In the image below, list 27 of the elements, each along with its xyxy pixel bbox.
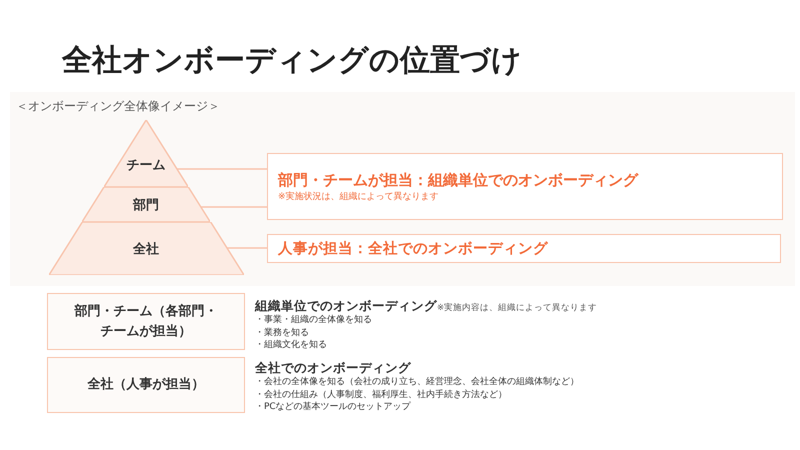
- connector-line: [200, 206, 267, 208]
- list-item: ・PCなどの基本ツールのセットアップ: [255, 401, 412, 414]
- tier-label: 全社: [133, 240, 159, 258]
- list-item: ・会社の仕組み（人事制度、福利厚生、社内手続き方法など）: [255, 388, 508, 401]
- category-label: 部門・チーム（各部門・チームが担当）: [73, 302, 218, 340]
- category-box: [47, 293, 245, 350]
- list-heading: 全社でのオンボーディング: [255, 359, 412, 376]
- title: 全社オンボーディングの位置づけ: [62, 42, 522, 80]
- list-item: ・会社の全体像を知る（会社の成り立ち、経営理念、会社全体の組織体制など）: [255, 376, 579, 388]
- connector-line: [176, 168, 267, 170]
- list-item: ・組織文化を知る: [255, 339, 328, 352]
- list-item: ・業務を知る: [255, 326, 310, 339]
- note: ※実施状況は、組織によって異なります: [278, 190, 439, 202]
- category-box: [47, 357, 245, 413]
- box-heading: 人事が担当：全社でのオンボーディング: [278, 240, 548, 258]
- category-label: 全社（人事が担当）: [88, 376, 204, 394]
- description-box: [267, 153, 783, 220]
- section-label: ＜オンボーディング全体像イメージ＞: [16, 98, 220, 115]
- description-box: [267, 234, 781, 263]
- pyramid-tier: [104, 120, 188, 187]
- list-item: ・事業・組織の全体像を知る: [255, 314, 373, 326]
- tier-label: 部門: [132, 196, 159, 214]
- note: ※実施内容は、組織によって異なります: [437, 303, 598, 313]
- box-heading: 部門・チームが担当：組織単位でのオンボーディング: [278, 170, 638, 190]
- list-heading: 組織単位でのオンボーディング: [255, 297, 437, 314]
- tier-label: チーム: [126, 156, 166, 174]
- connector-line: [226, 247, 267, 249]
